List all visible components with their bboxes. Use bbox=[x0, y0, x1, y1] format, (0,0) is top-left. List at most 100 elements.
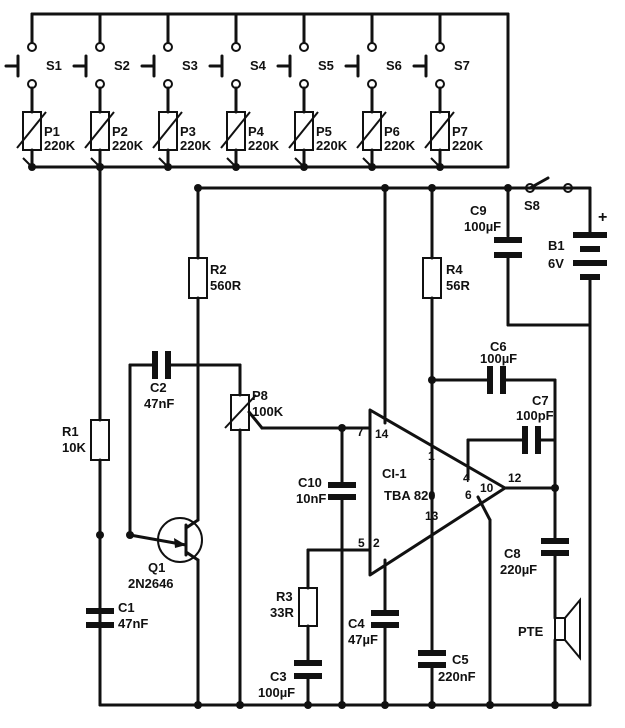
battery-cell-2b bbox=[580, 274, 600, 280]
pot-4-arrow bbox=[220, 111, 251, 149]
wire-pin6 bbox=[476, 495, 492, 522]
c1-plate-top bbox=[86, 608, 114, 614]
r2-body bbox=[188, 257, 208, 299]
pot-1-ref: P1 bbox=[44, 124, 60, 139]
speaker-body bbox=[554, 617, 566, 641]
pot-7-arrow bbox=[424, 111, 455, 149]
c3-plate-top bbox=[294, 660, 322, 666]
c1-value: 47nF bbox=[118, 616, 148, 631]
pot-5-junction bbox=[300, 163, 308, 171]
r3-ref: R3 bbox=[276, 589, 293, 604]
r3-value: 33R bbox=[270, 605, 294, 620]
pot-3-body bbox=[158, 111, 178, 151]
ic-pin-13: 13 bbox=[425, 509, 439, 523]
ic-pin-14: 14 bbox=[375, 427, 389, 441]
ic-pin-12: 12 bbox=[508, 471, 522, 485]
pot-6-body bbox=[362, 111, 382, 151]
battery-plus: + bbox=[598, 209, 607, 226]
switch-4-label: S4 bbox=[250, 58, 267, 73]
r2-ref: R2 bbox=[210, 262, 227, 277]
c7-plate-left bbox=[522, 426, 528, 454]
pot-6-ref: P6 bbox=[384, 124, 400, 139]
pot-1-arrow bbox=[16, 111, 47, 149]
pot-1-body bbox=[22, 111, 42, 151]
c3-ref: C3 bbox=[270, 669, 287, 684]
ic-pin-1: 1 bbox=[428, 449, 435, 463]
r1-body bbox=[90, 419, 110, 461]
pot-7-value: 220K bbox=[452, 138, 484, 153]
switch-1-label: S1 bbox=[46, 58, 62, 73]
ic-pin-2: 2 bbox=[373, 536, 380, 550]
c5-plate-top bbox=[418, 650, 446, 656]
pot-2-arrow bbox=[84, 111, 115, 149]
c9-value: 100µF bbox=[464, 219, 501, 234]
pot-4-body bbox=[226, 111, 246, 151]
q1-ref: Q1 bbox=[148, 560, 165, 575]
r2-value: 560R bbox=[210, 278, 242, 293]
s8-contact-a bbox=[525, 183, 535, 193]
switch-7-contact-top bbox=[435, 42, 445, 52]
c1-plate-bottom bbox=[86, 622, 114, 628]
pot-7-junction bbox=[436, 163, 444, 171]
c6-value: 100µF bbox=[480, 351, 517, 366]
pot-2-body bbox=[90, 111, 110, 151]
pot-2-value: 220K bbox=[112, 138, 144, 153]
r4-body bbox=[422, 257, 442, 299]
p8-ref: P8 bbox=[252, 388, 268, 403]
r1-value: 10K bbox=[62, 440, 86, 455]
c2-value: 47nF bbox=[144, 396, 174, 411]
c9-plate-bottom bbox=[494, 252, 522, 258]
ic-ref: CI-1 bbox=[382, 466, 407, 481]
q1-arrow bbox=[174, 538, 186, 548]
c10-plate-bottom bbox=[328, 494, 356, 500]
r3-body bbox=[298, 587, 318, 627]
c4-plate-top bbox=[371, 610, 399, 616]
ic-pin-5: 5 bbox=[358, 536, 365, 550]
speaker-ref: PTE bbox=[518, 624, 544, 639]
c1-ref: C1 bbox=[118, 600, 135, 615]
c6-plate-left bbox=[487, 366, 493, 394]
pot-5-ref: P5 bbox=[316, 124, 332, 139]
c5-ref: C5 bbox=[452, 652, 469, 667]
q1-b1 bbox=[184, 550, 200, 562]
battery-cell-2a bbox=[573, 260, 607, 266]
ic-pin-6: 6 bbox=[465, 488, 472, 502]
c7-value: 100pF bbox=[516, 408, 554, 423]
q1-b2 bbox=[184, 518, 200, 530]
battery-value: 6V bbox=[548, 256, 564, 271]
pot-5-body bbox=[294, 111, 314, 151]
c8-plate-top bbox=[541, 538, 569, 544]
pot-3-ref: P3 bbox=[180, 124, 196, 139]
c9-ref: C9 bbox=[470, 203, 487, 218]
pot-1-value: 220K bbox=[44, 138, 76, 153]
pot-1-junction bbox=[28, 163, 36, 171]
switch-3-label: S3 bbox=[182, 58, 198, 73]
switch-5-label: S5 bbox=[318, 58, 334, 73]
pot-5-arrow bbox=[288, 111, 319, 149]
pot-4-ref: P4 bbox=[248, 124, 265, 139]
pot-4-junction bbox=[232, 163, 240, 171]
r4-ref: R4 bbox=[446, 262, 463, 277]
c9-plate-top bbox=[494, 237, 522, 243]
wire-p8-wiper bbox=[247, 410, 264, 430]
s8-contact-b bbox=[563, 183, 573, 193]
pot-2-ref: P2 bbox=[112, 124, 128, 139]
c5-plate-bottom bbox=[418, 662, 446, 668]
battery-ref: B1 bbox=[548, 238, 565, 253]
c4-value: 47µF bbox=[348, 632, 378, 647]
c8-plate-bottom bbox=[541, 550, 569, 556]
switch-4-contact-top bbox=[231, 42, 241, 52]
c7-ref: C7 bbox=[532, 393, 549, 408]
c5-value: 220nF bbox=[438, 669, 476, 684]
ic-pin-4: 4 bbox=[463, 471, 470, 485]
c2-plate-right bbox=[165, 351, 171, 379]
ic-pin-7: 7 bbox=[357, 425, 364, 439]
c7-plate-right bbox=[535, 426, 541, 454]
switch-6-contact-top bbox=[367, 42, 377, 52]
pot-6-value: 220K bbox=[384, 138, 416, 153]
switch-5-contact-top bbox=[299, 42, 309, 52]
pot-3-junction bbox=[164, 163, 172, 171]
c10-plate-top bbox=[328, 482, 356, 488]
pot-3-arrow bbox=[152, 111, 183, 149]
c6-ref: C6 bbox=[490, 339, 507, 354]
